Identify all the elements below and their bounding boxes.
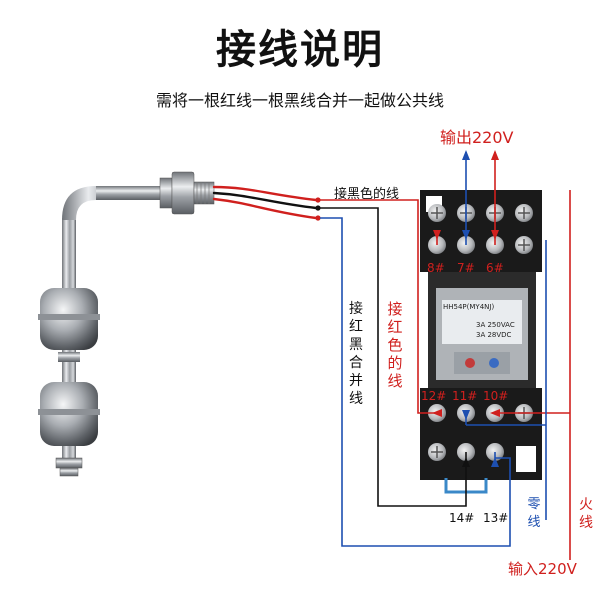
float-cable [212, 185, 318, 220]
arrow-13 [491, 457, 499, 467]
lower-float-seam [38, 409, 100, 415]
terminal-7-label: 7# [457, 261, 475, 275]
fitting-nut-1 [159, 177, 173, 209]
page-title: 接线说明 [216, 27, 384, 73]
float-red-to-12 [320, 199, 437, 414]
relay-label-plate [442, 300, 522, 344]
wire-end-red-1 [315, 197, 321, 203]
bottom-label-window [516, 446, 536, 472]
arrow-12 [432, 409, 442, 417]
terminal-13-label: 13# [483, 511, 509, 525]
arrow-11 [462, 410, 470, 420]
bottom-washer [55, 457, 83, 469]
live-label: 火线 [579, 497, 593, 531]
connect-merged-label: 接红黑合并线 [349, 301, 363, 407]
terminal-6-label: 6# [486, 261, 504, 275]
arrow-8 [433, 230, 441, 240]
float-black-to-14 [320, 207, 467, 507]
terminal-8-label: 8# [427, 261, 445, 275]
wire-end-black [315, 205, 321, 211]
arrow-6 [491, 230, 499, 240]
relay-contact-red [465, 358, 475, 368]
neutral-label: 零线 [527, 497, 541, 530]
relay-socket [420, 190, 542, 494]
cable-red-strand-1 [212, 185, 318, 202]
terminal-14-label: 14# [449, 511, 475, 525]
float-stop-ring [58, 352, 80, 362]
arrows [432, 150, 500, 467]
relay-rating-dc: 3A 28VDC [476, 331, 512, 339]
cable-red-strand-2 [212, 197, 318, 220]
page-subtitle: 需将一根红线一根黑线合并一起做公共线 [155, 91, 444, 110]
connect-red-label: 接红色的线 [387, 300, 403, 390]
connect-black-label: 接黑色的线 [334, 187, 400, 202]
arrow-14 [462, 457, 470, 467]
arrow-output-red [491, 150, 499, 160]
wire-end-red-2 [315, 215, 321, 221]
bottom-nut [59, 467, 79, 477]
terminal-10-label: 10# [483, 389, 509, 403]
terminal-12-label: 12# [421, 389, 447, 403]
relay-rating-ac: 3A 250VAC [476, 321, 515, 329]
arrow-7 [462, 230, 470, 240]
arrow-output-blue [462, 150, 470, 160]
arrow-10 [490, 409, 500, 417]
terminal-11-label: 11# [452, 389, 478, 403]
float-horizontal-tube [96, 186, 162, 200]
float-switch [38, 171, 215, 477]
fitting-hex-nut [171, 171, 195, 215]
output-220v-label: 输出220V [440, 128, 514, 147]
input-220v-label: 输入220V [508, 560, 577, 578]
cable-black-strand [212, 191, 318, 210]
upper-float-seam [38, 314, 100, 320]
relay-model-text: HH54P(MY4NJ) [443, 303, 495, 311]
relay-coil [454, 352, 510, 374]
relay-contact-blue [489, 358, 499, 368]
